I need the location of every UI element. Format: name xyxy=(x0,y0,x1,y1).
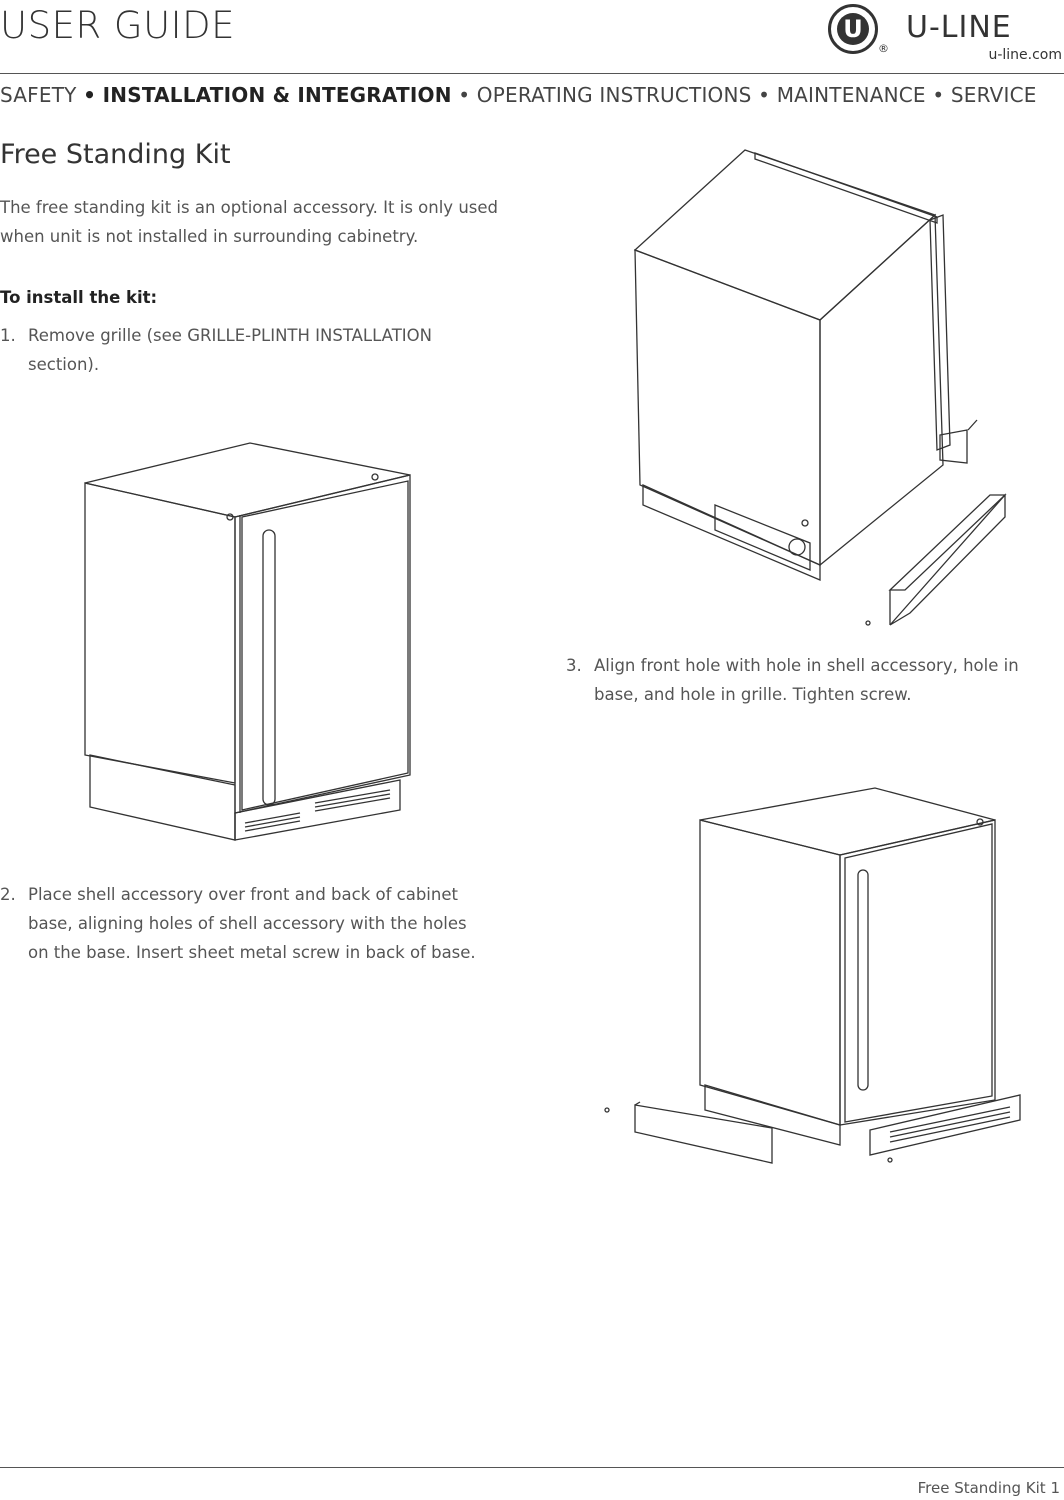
nav-separator: • xyxy=(758,83,771,107)
step-2: 2. Place shell accessory over front and … xyxy=(0,880,500,970)
step-text-line: on the base. Insert sheet metal screw in… xyxy=(28,943,476,962)
nav-item-safety: SAFETY xyxy=(0,83,77,107)
step-number: 2. xyxy=(0,885,16,904)
u-line-logo: U ® U-LINE u-line.com xyxy=(828,4,1064,66)
install-heading: To install the kit: xyxy=(0,288,158,307)
step-text-line: base, and hole in grille. Tighten screw. xyxy=(594,685,912,704)
nav-separator: • xyxy=(932,83,945,107)
nav-separator: • xyxy=(83,83,97,107)
step-3: 3. Align front hole with hole in shell a… xyxy=(566,651,1064,711)
page-footer: Free Standing Kit 1 xyxy=(917,1479,1060,1497)
logo-mark: U xyxy=(837,13,869,45)
step-text-line: Align front hole with hole in shell acce… xyxy=(594,656,1019,675)
step-number: 3. xyxy=(566,656,582,675)
step-number: 1. xyxy=(0,326,16,345)
nav-item-service: SERVICE xyxy=(950,83,1037,107)
figure-grille-alignment xyxy=(604,787,1021,1164)
figure-shell-accessory-placement xyxy=(633,149,1007,626)
u-line-logo-icon: U xyxy=(828,4,878,54)
figure-unit-with-grille-removed xyxy=(84,442,411,841)
section-title: Free Standing Kit xyxy=(0,139,231,170)
intro-paragraph: The free standing kit is an optional acc… xyxy=(0,198,498,246)
nav-item-maintenance: MAINTENANCE xyxy=(776,83,926,107)
section-nav: SAFETY • INSTALLATION & INTEGRATION • OP… xyxy=(0,83,1037,107)
registered-mark: ® xyxy=(878,42,889,55)
header-divider xyxy=(0,73,1064,74)
nav-item-installation: INSTALLATION & INTEGRATION xyxy=(102,83,452,107)
logo-brand: U-LINE xyxy=(906,10,1012,45)
logo-url: u-line.com xyxy=(988,47,1062,63)
step-1: 1. Remove grille (see GRILLE-PLINTH INST… xyxy=(0,321,500,381)
step-text-line: base, aligning holes of shell accessory … xyxy=(28,914,467,933)
step-text-line: Place shell accessory over front and bac… xyxy=(28,885,458,904)
nav-separator: • xyxy=(458,83,471,107)
step-text-line: section). xyxy=(28,355,100,374)
document-title: USER GUIDE xyxy=(0,4,235,47)
nav-item-operating: OPERATING INSTRUCTIONS xyxy=(476,83,752,107)
footer-divider xyxy=(0,1467,1064,1468)
step-text-line: Remove grille (see GRILLE-PLINTH INSTALL… xyxy=(28,326,432,345)
